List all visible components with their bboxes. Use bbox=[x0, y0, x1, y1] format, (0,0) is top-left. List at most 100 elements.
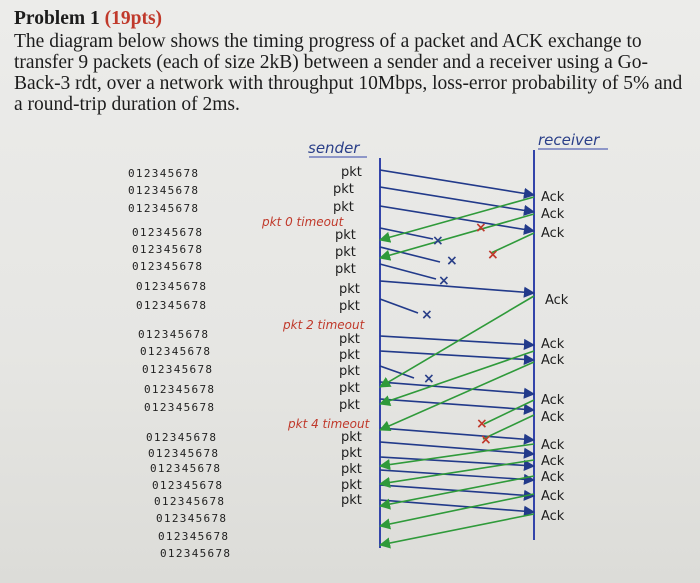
sequence-strip: 012345678 bbox=[148, 447, 219, 460]
ack-transmission bbox=[483, 399, 535, 425]
packet-label: pkt bbox=[335, 228, 356, 243]
packet-transmission bbox=[379, 169, 536, 199]
sequence-strip: 012345678 bbox=[136, 280, 207, 293]
packet-label: pkt bbox=[335, 262, 356, 277]
sequence-strip: 012345678 bbox=[128, 167, 199, 180]
packet-label: pkt bbox=[341, 493, 362, 508]
problem-text: Problem 1 (19pts) The diagram below show… bbox=[14, 8, 690, 115]
packet-transmission bbox=[379, 398, 536, 415]
packet-transmission bbox=[379, 280, 536, 298]
sequence-strip: 012345678 bbox=[136, 299, 207, 312]
sequence-strip: 012345678 bbox=[150, 462, 221, 475]
ack-transmission bbox=[378, 475, 535, 510]
sequence-strip: 012345678 bbox=[154, 495, 225, 508]
receiver-label: receiver bbox=[538, 131, 600, 149]
sequence-strip: 012345678 bbox=[146, 431, 217, 444]
packet-label: pkt bbox=[341, 462, 362, 477]
packet-label: pkt bbox=[339, 398, 360, 413]
problem-statement: The diagram below shows the timing progr… bbox=[14, 31, 683, 115]
sequence-strip: 012345678 bbox=[156, 512, 227, 525]
loss-marker: × bbox=[423, 371, 435, 387]
packet-label: pkt bbox=[341, 430, 362, 445]
packet-label: pkt bbox=[339, 364, 360, 379]
loss-marker: × bbox=[475, 220, 487, 236]
ack-transmission bbox=[482, 414, 535, 440]
packet-transmission bbox=[379, 350, 536, 366]
ack-label: Ack bbox=[541, 438, 565, 453]
packet-transmission bbox=[379, 499, 536, 517]
packet-transmission bbox=[379, 227, 434, 240]
sequence-strip: 012345678 bbox=[144, 383, 215, 396]
packet-transmission bbox=[379, 427, 536, 445]
ack-label: Ack bbox=[541, 454, 565, 469]
loss-marker: × bbox=[446, 253, 458, 269]
loss-marker: × bbox=[480, 432, 492, 448]
ack-transmission bbox=[378, 459, 535, 488]
packet-transmission bbox=[379, 263, 437, 280]
ack-transmission bbox=[490, 232, 535, 254]
sequence-strip: 012345678 bbox=[140, 345, 211, 358]
sequence-strip: 012345678 bbox=[128, 184, 199, 197]
loss-marker: × bbox=[421, 307, 433, 323]
ack-label: Ack bbox=[541, 489, 565, 504]
packet-transmission bbox=[379, 469, 536, 485]
loss-marker: × bbox=[438, 273, 450, 289]
timeout-label: pkt 4 timeout bbox=[287, 417, 371, 431]
ack-transmission bbox=[378, 350, 535, 407]
packet-transmission bbox=[379, 456, 536, 472]
sequence-strip: 012345678 bbox=[142, 363, 213, 376]
sequence-strip: 012345678 bbox=[160, 547, 231, 560]
ack-transmission bbox=[378, 513, 535, 549]
ack-label: Ack bbox=[541, 207, 565, 222]
packet-label: pkt bbox=[339, 299, 360, 314]
packet-label: pkt bbox=[333, 182, 354, 197]
timeout-label: pkt 2 timeout bbox=[282, 318, 366, 332]
ack-label: Ack bbox=[541, 226, 565, 241]
ack-label: Ack bbox=[541, 190, 565, 205]
ack-label: Ack bbox=[541, 337, 565, 352]
timeout-label: pkt 0 timeout bbox=[261, 215, 345, 229]
sender-label: sender bbox=[308, 139, 360, 157]
loss-marker: × bbox=[487, 247, 499, 263]
packet-transmission bbox=[379, 441, 536, 459]
packet-label: pkt bbox=[335, 245, 356, 260]
packet-label: pkt bbox=[333, 200, 354, 215]
ack-label: Ack bbox=[541, 509, 565, 524]
ack-label: Ack bbox=[541, 393, 565, 408]
packet-transmission bbox=[379, 298, 419, 314]
sequence-strip: 012345678 bbox=[144, 401, 215, 414]
ack-label: Ack bbox=[541, 470, 565, 485]
ack-label: Ack bbox=[541, 353, 565, 368]
packet-transmission bbox=[379, 186, 536, 216]
sequence-strip: 012345678 bbox=[132, 243, 203, 256]
ack-transmission bbox=[378, 361, 535, 432]
sequence-strip: 012345678 bbox=[132, 260, 203, 273]
sequence-strip: 012345678 bbox=[158, 530, 229, 543]
loss-marker: × bbox=[476, 416, 488, 432]
packet-label: pkt bbox=[339, 381, 360, 396]
sequence-strip: 012345678 bbox=[128, 202, 199, 215]
ack-transmission bbox=[378, 213, 535, 261]
sequence-strip: 012345678 bbox=[138, 328, 209, 341]
sequence-strip: 012345678 bbox=[132, 226, 203, 239]
ack-label: Ack bbox=[545, 293, 569, 308]
problem-points: (19pts) bbox=[104, 8, 163, 29]
ack-transmission bbox=[378, 443, 535, 471]
packet-transmission bbox=[379, 335, 536, 351]
ack-transmission bbox=[379, 295, 535, 388]
ack-transmission bbox=[378, 493, 535, 530]
packet-transmission bbox=[379, 246, 441, 263]
packet-transmission bbox=[379, 365, 415, 379]
packet-label: pkt bbox=[341, 165, 362, 180]
loss-marker: × bbox=[432, 233, 444, 249]
packet-label: pkt bbox=[339, 348, 360, 363]
packet-label: pkt bbox=[339, 282, 360, 297]
ack-label: Ack bbox=[541, 410, 565, 425]
packet-label: pkt bbox=[341, 446, 362, 461]
ack-transmission bbox=[378, 196, 535, 243]
packet-label: pkt bbox=[339, 332, 360, 347]
packet-label: pkt bbox=[341, 478, 362, 493]
problem-title: Problem 1 (19pts) bbox=[14, 8, 690, 29]
sequence-strip: 012345678 bbox=[152, 479, 223, 492]
